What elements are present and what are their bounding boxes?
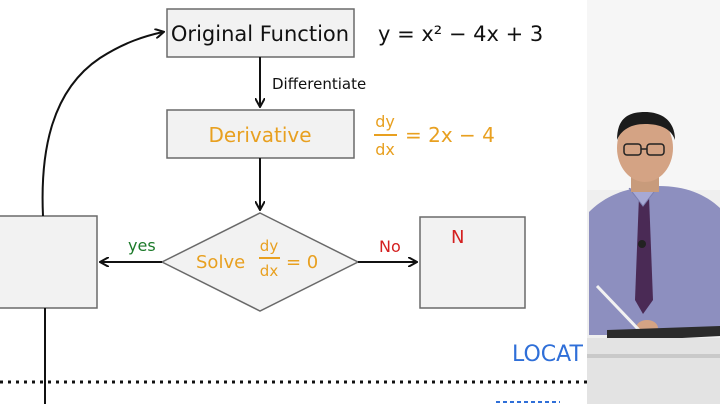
no-label: No bbox=[379, 237, 401, 256]
decision-rhs: = 0 bbox=[286, 252, 318, 273]
original-function-formula: y = x² − 4x + 3 bbox=[378, 22, 543, 46]
decision-diamond bbox=[160, 212, 360, 312]
derivative-rhs: = 2x − 4 bbox=[405, 123, 495, 147]
yes-label: yes bbox=[128, 236, 156, 255]
decision-dy: dy bbox=[260, 237, 279, 255]
yes-result-box bbox=[0, 215, 98, 309]
decision-dx: dx bbox=[260, 262, 279, 280]
derivative-label: Derivative bbox=[208, 123, 311, 147]
original-function-label: Original Function bbox=[171, 22, 349, 46]
no-result-box bbox=[419, 216, 526, 309]
presenter-video bbox=[587, 0, 720, 404]
decision-label: Solve bbox=[196, 252, 245, 273]
derivative-dy: dy bbox=[375, 112, 395, 131]
derivative-dx: dx bbox=[375, 140, 395, 159]
loop-back-arrow bbox=[41, 32, 163, 217]
no-result-text: N bbox=[451, 227, 464, 248]
differentiate-label: Differentiate bbox=[272, 75, 366, 93]
locate-text: LOCAT bbox=[512, 342, 583, 367]
derivative-box bbox=[166, 109, 355, 159]
original-function-box bbox=[166, 8, 355, 58]
